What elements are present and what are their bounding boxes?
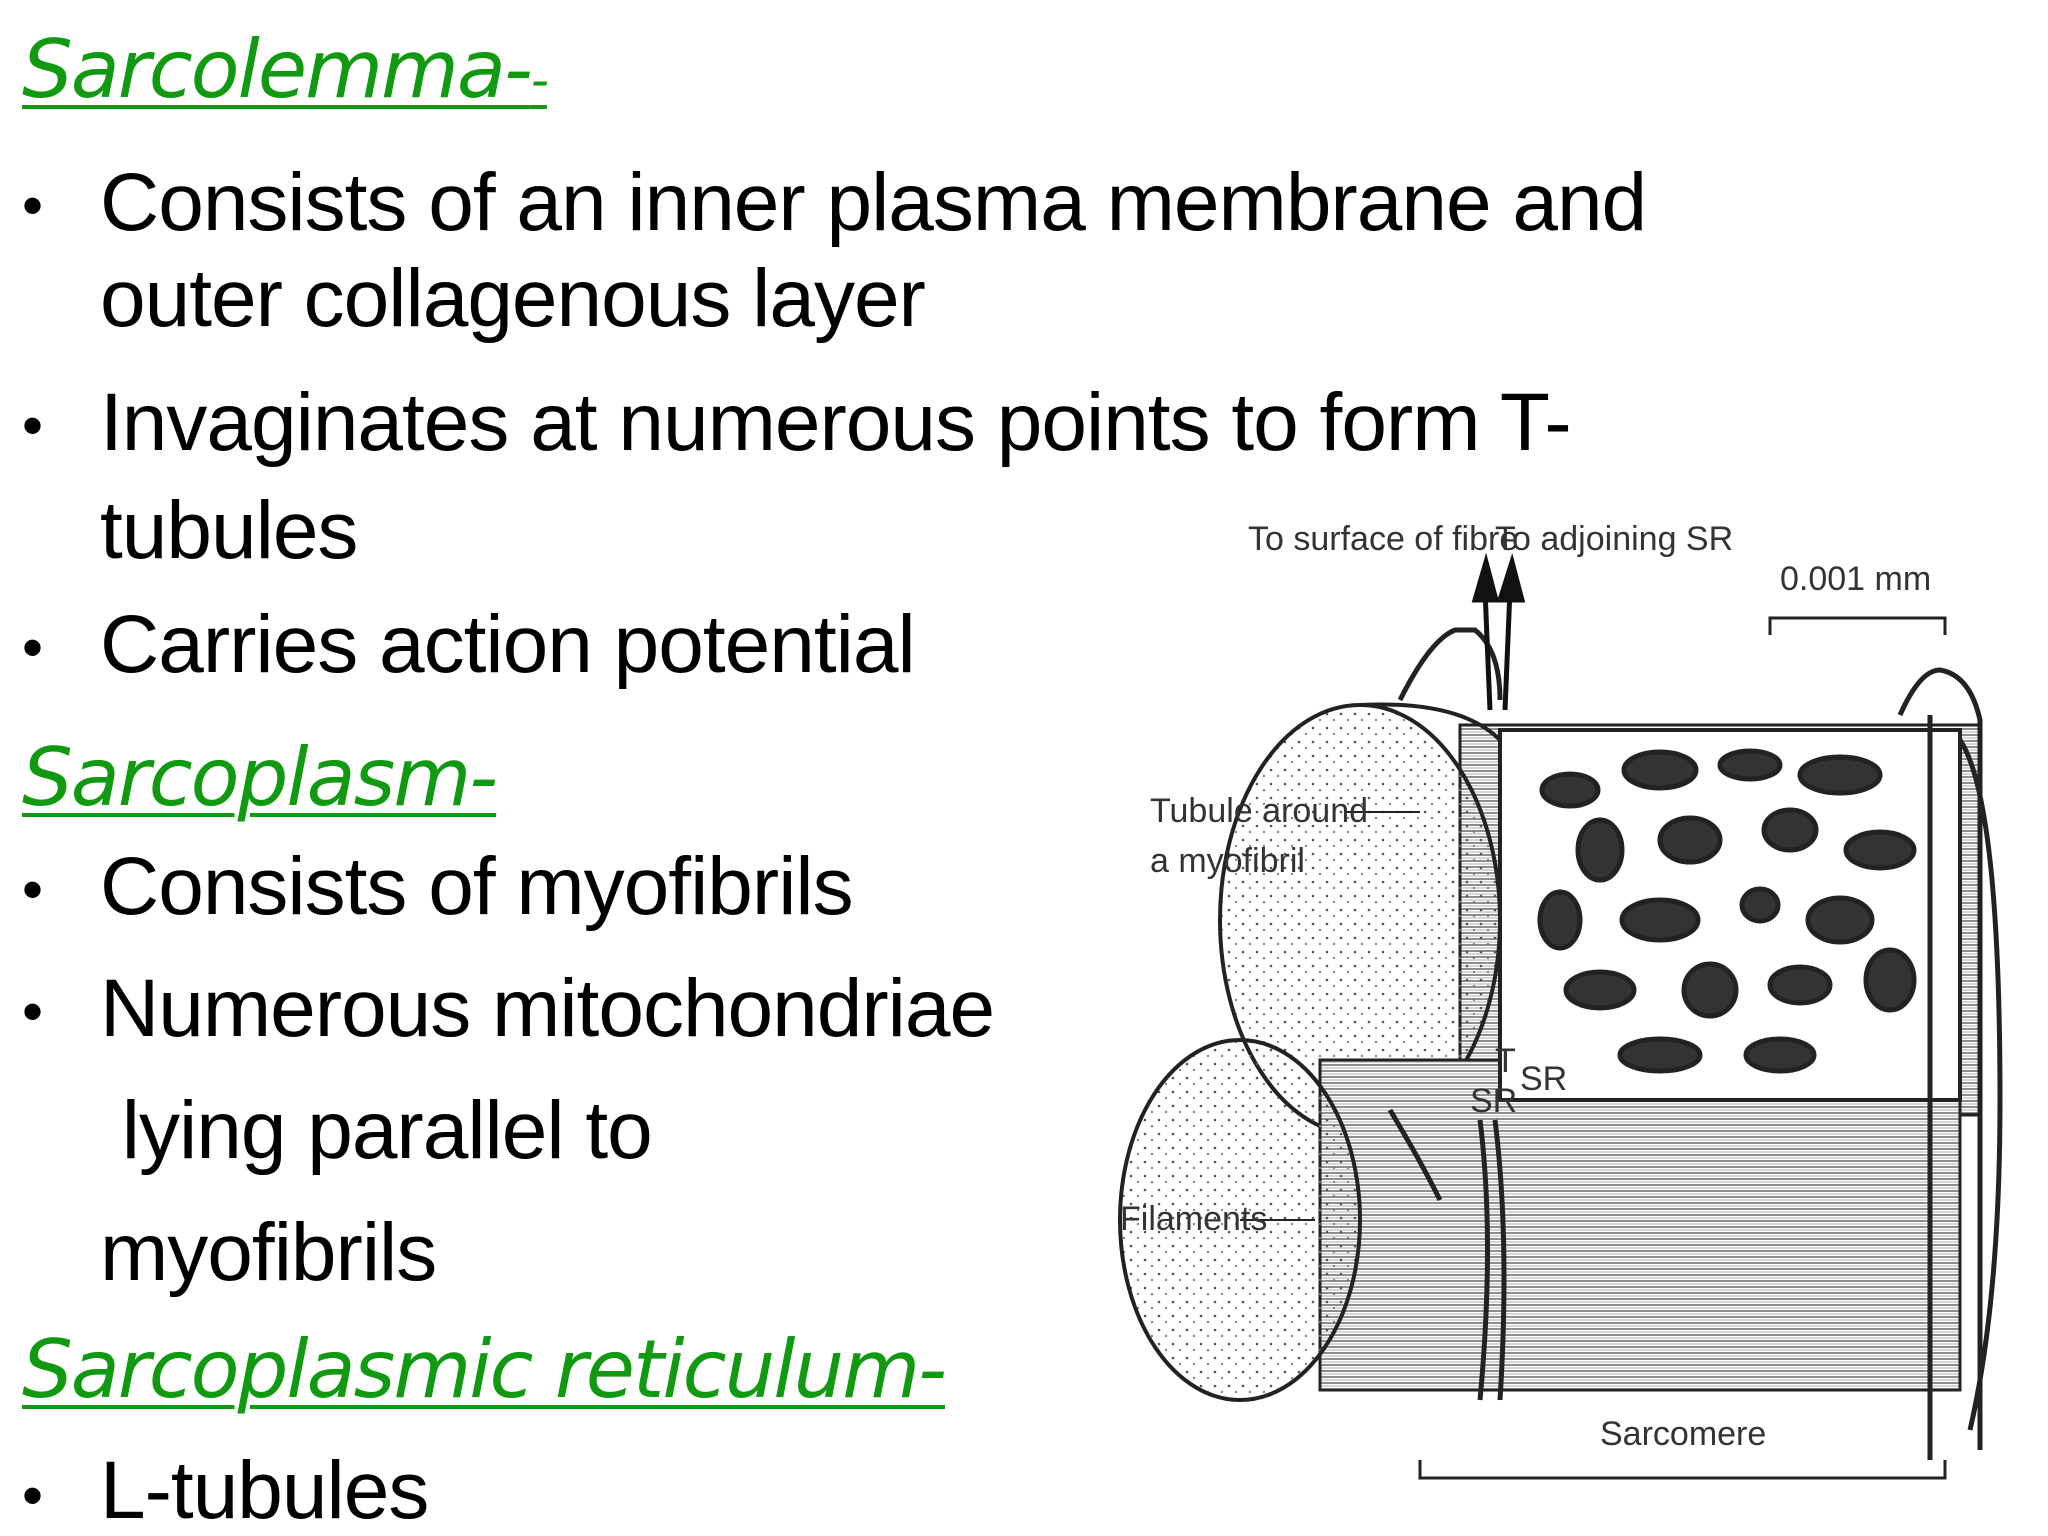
label-sarcomere: Sarcomere [1600,1415,1766,1453]
bullet-dot: • [22,172,44,239]
label-sr-left: SR [1470,1082,1517,1120]
bullet-text-cont: outer collagenous layer [100,253,926,344]
bullet-dot: • [22,1462,44,1529]
bullet-dot: • [22,978,44,1045]
bullet-text-cont: tubules [100,485,358,576]
scale-bar [1768,616,1947,635]
heading-sarcolemma: Sarcolemma-- [22,23,549,116]
label-to-surface: To surface of fibre [1248,520,1518,558]
label-scale: 0.001 mm [1780,560,1931,598]
heading-sarcoplasm: Sarcoplasm- [22,731,498,824]
bullet-text: Invaginates at numerous points to form T… [100,377,1572,468]
bullet-text-cont: lying parallel to [100,1085,653,1176]
t-tubule-left [1387,627,1507,1401]
bullet-dot: • [22,856,44,923]
arrows-up [1471,552,1526,711]
label-filaments: Filaments [1120,1200,1267,1238]
label-tubule-1: Tubule around [1150,792,1368,830]
bullet-text: Numerous mitochondriae [100,963,995,1054]
bullet-dot: • [22,614,44,681]
heading-sarcoplasmic-reticulum: Sarcoplasmic reticulum- [22,1323,947,1416]
label-to-sr: To adjoining SR [1495,520,1733,558]
t-tubule-right [1897,667,2003,1460]
bullet-text: L-tubules [100,1445,429,1536]
bullet-text-cont: myofibrils [100,1207,437,1298]
sarcomere-bracket [1418,1460,1947,1480]
bullet-text: Consists of myofibrils [100,841,854,932]
label-t: T [1495,1042,1516,1080]
bullet-text: Carries action potential [100,599,916,690]
muscle-fibre-diagram: To surface of fibre To adjoining SR 0.00… [1118,520,2003,1480]
sr-network [1498,728,1962,1102]
bullet-dot: • [22,392,44,459]
label-tubule-2: a myofibril [1150,842,1305,880]
bullet-text: Consists of an inner plasma membrane and [100,157,1647,248]
label-sr-right: SR [1520,1060,1567,1098]
